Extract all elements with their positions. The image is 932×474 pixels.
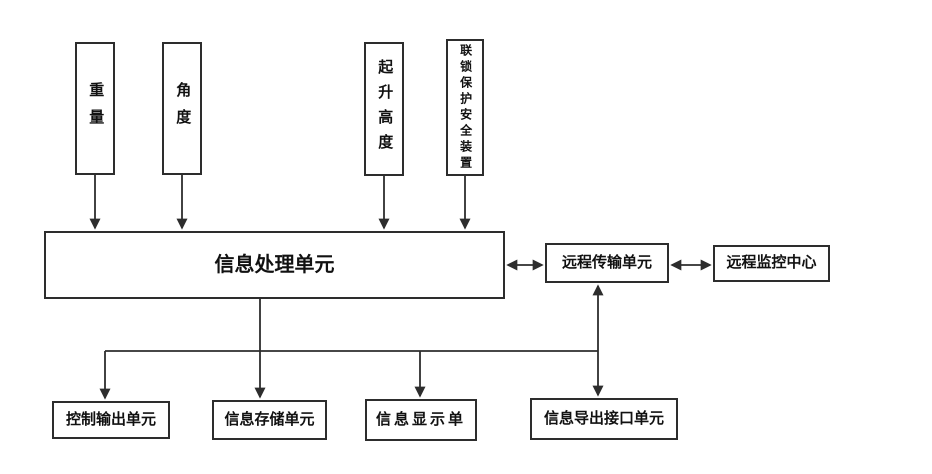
node-hoist-height-label: 起升高度 [376,59,394,159]
node-weight-label: 重量 [87,81,105,136]
node-remote-transmission-unit: 远程传输单元 [545,243,669,283]
node-export-interface-label: 信息导出接口单元 [543,409,664,427]
node-angle-sensor: 角度 [162,42,202,175]
node-processing-unit: 信息处理单元 [44,231,505,299]
node-processing-unit-label: 信息处理单元 [214,254,335,276]
node-export-interface-unit: 信息导出接口单元 [530,398,678,440]
node-hoist-height-sensor: 起升高度 [364,42,404,176]
node-control-output-unit: 控制输出单元 [52,401,170,439]
node-remote-monitoring-label: 远程监控中心 [726,254,817,272]
node-storage-unit: 信息存储单元 [212,400,327,440]
node-control-output-label: 控制输出单元 [65,410,156,428]
node-remote-monitoring-center: 远程监控中心 [713,245,830,282]
node-weight-sensor: 重量 [75,42,115,175]
node-angle-label: 角度 [174,81,192,136]
node-display-unit-label: 信息显示单 [375,410,466,428]
node-interlock-safety-label: 联锁保护安全装置 [458,43,473,172]
node-display-unit: 信息显示单 [365,399,477,441]
node-storage-unit-label: 信息存储单元 [224,410,315,428]
node-remote-transmission-label: 远程传输单元 [561,253,652,271]
node-interlock-safety-device: 联锁保护安全装置 [446,39,484,176]
